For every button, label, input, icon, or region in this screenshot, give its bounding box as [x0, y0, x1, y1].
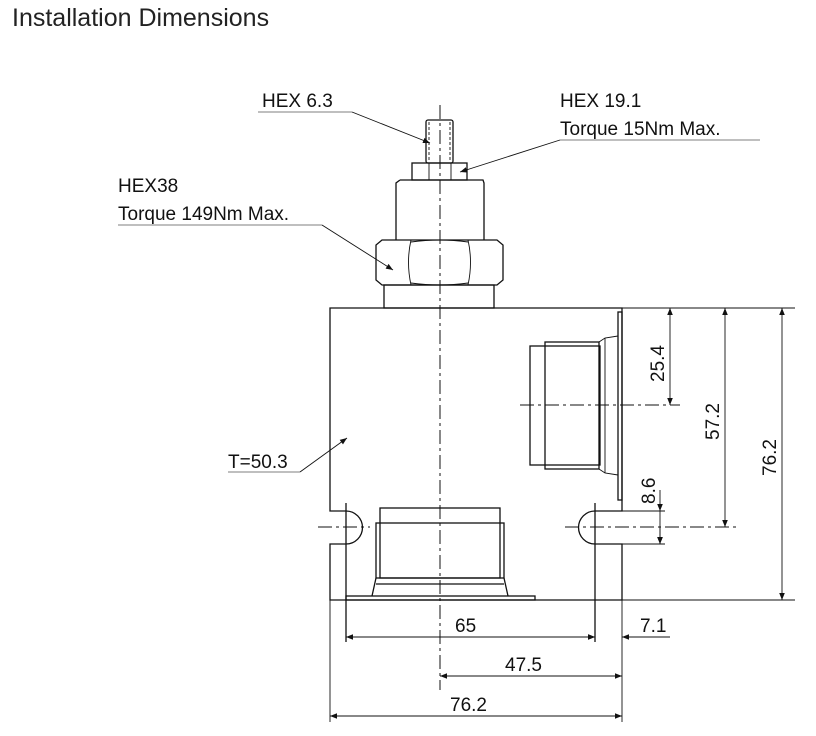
sensor-body [329, 307, 623, 642]
dimension-lines [330, 308, 785, 719]
hex38-label: HEX38 [118, 176, 178, 197]
dim-57-2: 57.2 [703, 403, 724, 440]
dim-25-4: 25.4 [648, 345, 669, 382]
page-title: Installation Dimensions [12, 4, 270, 32]
extension-lines [329, 307, 795, 722]
hex-19-1-label: HEX 19.1 [560, 91, 641, 112]
dim-76-2-horizontal: 76.2 [450, 695, 487, 716]
dim-65: 65 [455, 616, 476, 637]
dim-7-1: 7.1 [640, 616, 666, 637]
top-fitting [375, 119, 504, 309]
dim-8-6: 8.6 [639, 478, 660, 504]
torque-15nm-label: Torque 15Nm Max. [560, 119, 721, 140]
dim-47-5: 47.5 [505, 655, 542, 676]
hex-6-3-label: HEX 6.3 [262, 91, 333, 112]
dim-76-2-vertical: 76.2 [760, 439, 781, 476]
thickness-label: T=50.3 [228, 452, 288, 473]
torque-149nm-label: Torque 149Nm Max. [118, 204, 289, 225]
callout-leaders [118, 111, 760, 473]
center-lines [318, 105, 740, 690]
